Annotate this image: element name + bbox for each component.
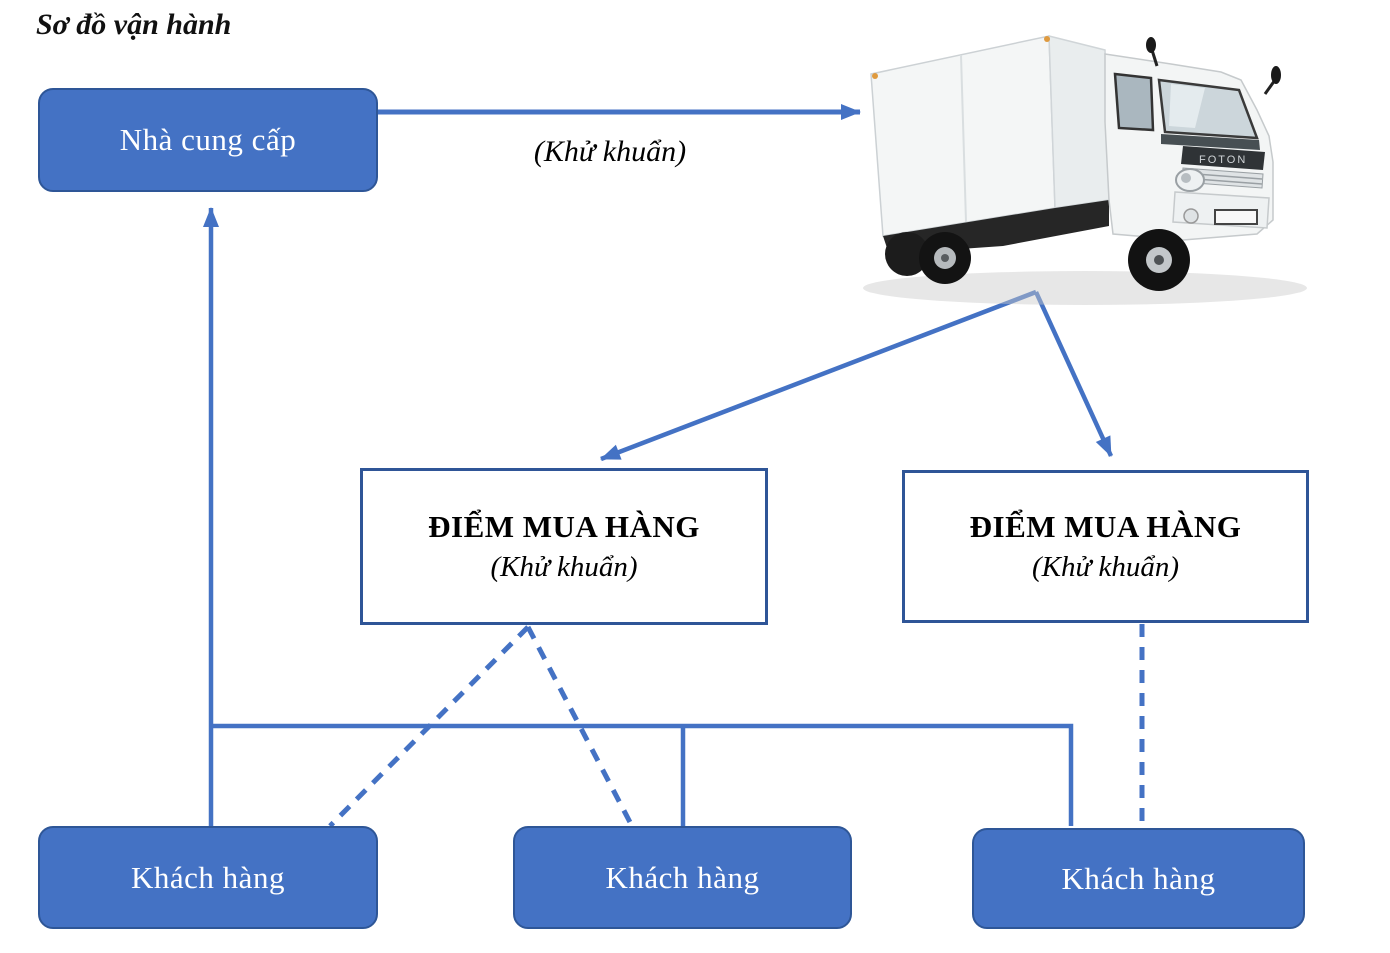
truck-box-front [1048,35,1110,209]
truck-mirror-arm [1150,49,1159,67]
connector-customer-loop [211,723,1074,826]
arrow-truck-to-purchase-left [600,289,1037,462]
supplier-box: Nhà cung cấp [38,88,378,192]
truck-rear-wheel [885,232,929,276]
page-title: Sơ đồ vận hành [36,8,232,41]
arrow-truck-to-purchase-right [1033,291,1114,457]
truck-mirror [1271,66,1281,84]
truck-wheel-hub-center [1154,255,1164,265]
customer-left-box: Khách hàng [38,826,378,929]
customer-middle-label: Khách hàng [605,859,760,895]
customer-middle-box: Khách hàng [513,826,852,929]
purchase-point-right-box: ĐIỂM MUA HÀNG (Khử khuẩn) [902,470,1309,623]
truck-wheel-hub-center [941,254,949,262]
truck-marker-light [1044,36,1050,42]
purchase-point-right-subtitle: (Khử khuẩn) [1031,551,1180,583]
dashed-link-purchase-left-to-customer-left [328,625,530,828]
truck-marker-light [872,73,878,79]
truck-grille [1181,146,1265,170]
disinfect-edge-label: (Khử khuẩn) [533,135,687,168]
truck-brand-text: FOTON [1199,154,1247,166]
truck-side-window [1113,72,1155,132]
purchase-point-right-title: ĐIỂM MUA HÀNG [969,509,1242,544]
purchase-point-left-title: ĐIỂM MUA HÀNG [428,509,700,544]
truck-fog-light [1183,208,1199,224]
customer-right-label: Khách hàng [1061,860,1216,896]
truck-mirror [1146,37,1156,53]
truck-headlight-bulb [1181,173,1191,183]
truck-box-seam [960,54,967,223]
truck-windshield-glare [1169,84,1205,128]
truck-cowl [1161,134,1260,150]
customer-right-box: Khách hàng [972,828,1305,929]
purchase-point-left-subtitle: (Khử khuẩn) [490,551,638,583]
customer-left-label: Khách hàng [131,859,285,895]
delivery-truck-image: FOTON [863,35,1307,305]
dashed-link-purchase-left-to-customer-middle [525,625,635,828]
supplier-label: Nhà cung cấp [119,122,297,157]
purchase-point-left-box: ĐIỂM MUA HÀNG (Khử khuẩn) [360,468,768,625]
truck-shadow [863,271,1307,305]
truck-license-plate [1214,209,1258,225]
